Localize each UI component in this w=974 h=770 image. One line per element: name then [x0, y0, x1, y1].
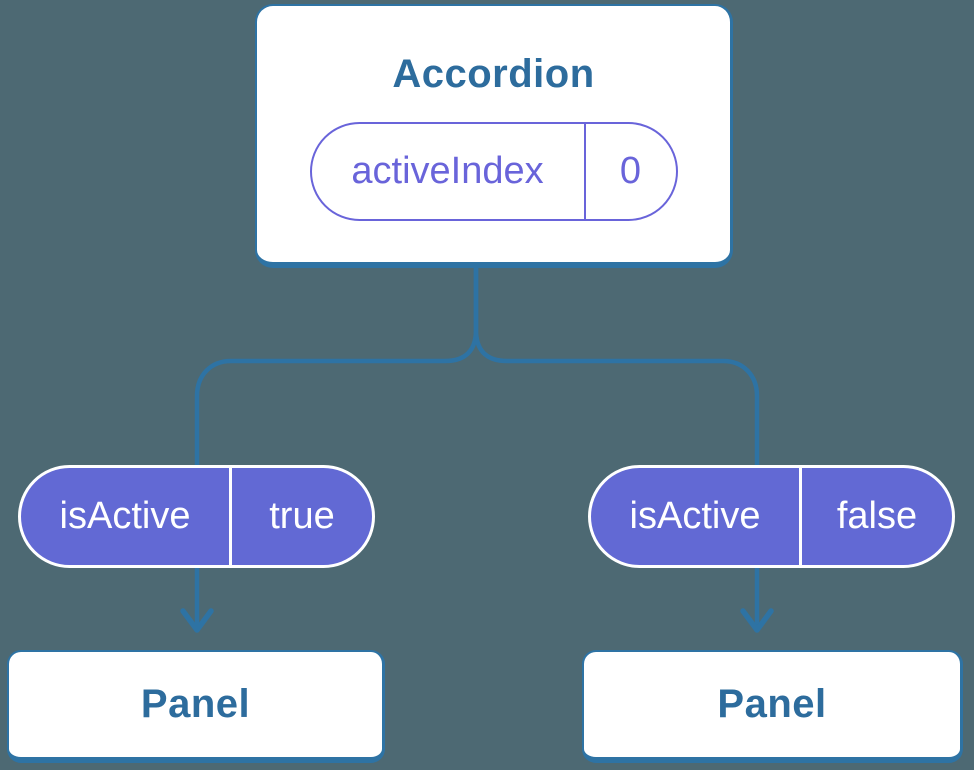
state-pill-name: activeIndex [312, 124, 586, 219]
accordion-component-node: Accordion activeIndex 0 [255, 4, 733, 268]
arrowhead-down-left-icon [180, 608, 214, 633]
connector-left-branch [194, 268, 479, 626]
panel-component-node-left: Panel [7, 650, 385, 763]
isactive-false-prop-pill: isActive false [588, 465, 955, 568]
activeindex-state-pill: activeIndex 0 [309, 122, 678, 221]
state-pill-value: 0 [619, 150, 642, 192]
accordion-node-title: Accordion [392, 52, 595, 96]
arrowhead-down-right-icon [740, 608, 774, 633]
isactive-true-prop-pill: isActive true [18, 465, 375, 568]
prop-pill-name: isActive [591, 468, 802, 565]
prop-pill-value: false [836, 495, 918, 537]
prop-pill-value: true [269, 495, 335, 537]
panel-component-node-right: Panel [582, 650, 963, 763]
connector-right-branch [473, 268, 760, 626]
prop-pill-name: isActive [21, 468, 232, 565]
